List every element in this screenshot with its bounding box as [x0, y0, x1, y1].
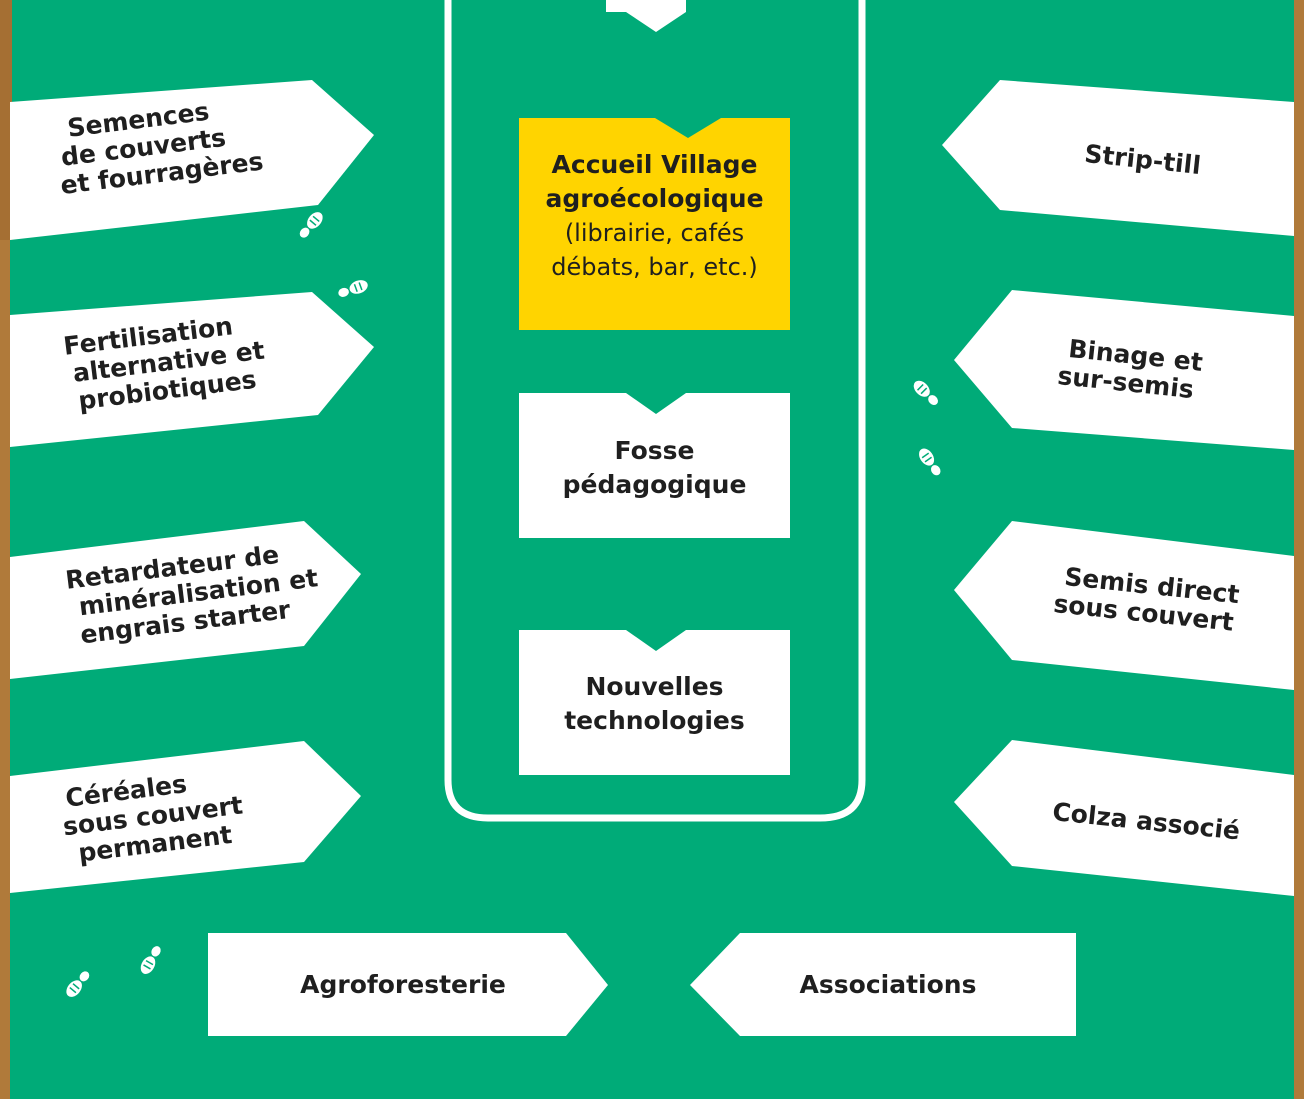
bottom-sign-left — [208, 933, 608, 1036]
shoe-print-icon — [912, 379, 940, 407]
label-line: Fosse — [614, 436, 695, 465]
frame-corner-shadow — [0, 0, 12, 240]
label-line: pédagogique — [562, 470, 747, 499]
center-box-technologies — [519, 630, 790, 775]
frame-left — [0, 0, 12, 1099]
center-box-fosse — [519, 393, 790, 538]
label-line: technologies — [564, 706, 745, 735]
central-path — [444, 0, 866, 822]
label-line: débats, bar, etc.) — [551, 253, 758, 281]
shoe-print-icon — [298, 210, 324, 239]
left-sign-4 — [10, 741, 361, 893]
shoe-print-icon — [65, 970, 91, 999]
bottom-label-agroforesterie: Agroforesterie — [300, 970, 506, 999]
center-box-accueil — [519, 118, 790, 330]
label-line: Nouvelles — [585, 672, 724, 701]
right-sign-3 — [954, 521, 1294, 690]
left-sign-1 — [10, 80, 374, 240]
bottom-sign-right — [690, 933, 1076, 1036]
center-label-accueil: Accueil Village agroécologique (librairi… — [519, 148, 790, 284]
left-sign-2 — [10, 292, 374, 447]
shoe-print-icon — [139, 944, 162, 976]
frame-right — [1294, 0, 1304, 1099]
label-line: Accueil Village — [551, 150, 758, 179]
shoe-print-icon — [917, 447, 942, 477]
entry-arrow — [606, 0, 686, 32]
bottom-label-associations: Associations — [799, 970, 977, 999]
right-sign-4 — [954, 740, 1294, 896]
center-label-technologies: Nouvelles technologies — [519, 670, 790, 738]
label-line: agroécologique — [545, 184, 764, 213]
left-sign-3 — [10, 521, 361, 679]
right-sign-1 — [942, 80, 1294, 236]
center-label-fosse: Fosse pédagogique — [519, 434, 790, 502]
label-line: (librairie, cafés — [564, 219, 745, 247]
right-sign-2 — [954, 290, 1294, 450]
shoe-print-icon — [337, 278, 369, 299]
